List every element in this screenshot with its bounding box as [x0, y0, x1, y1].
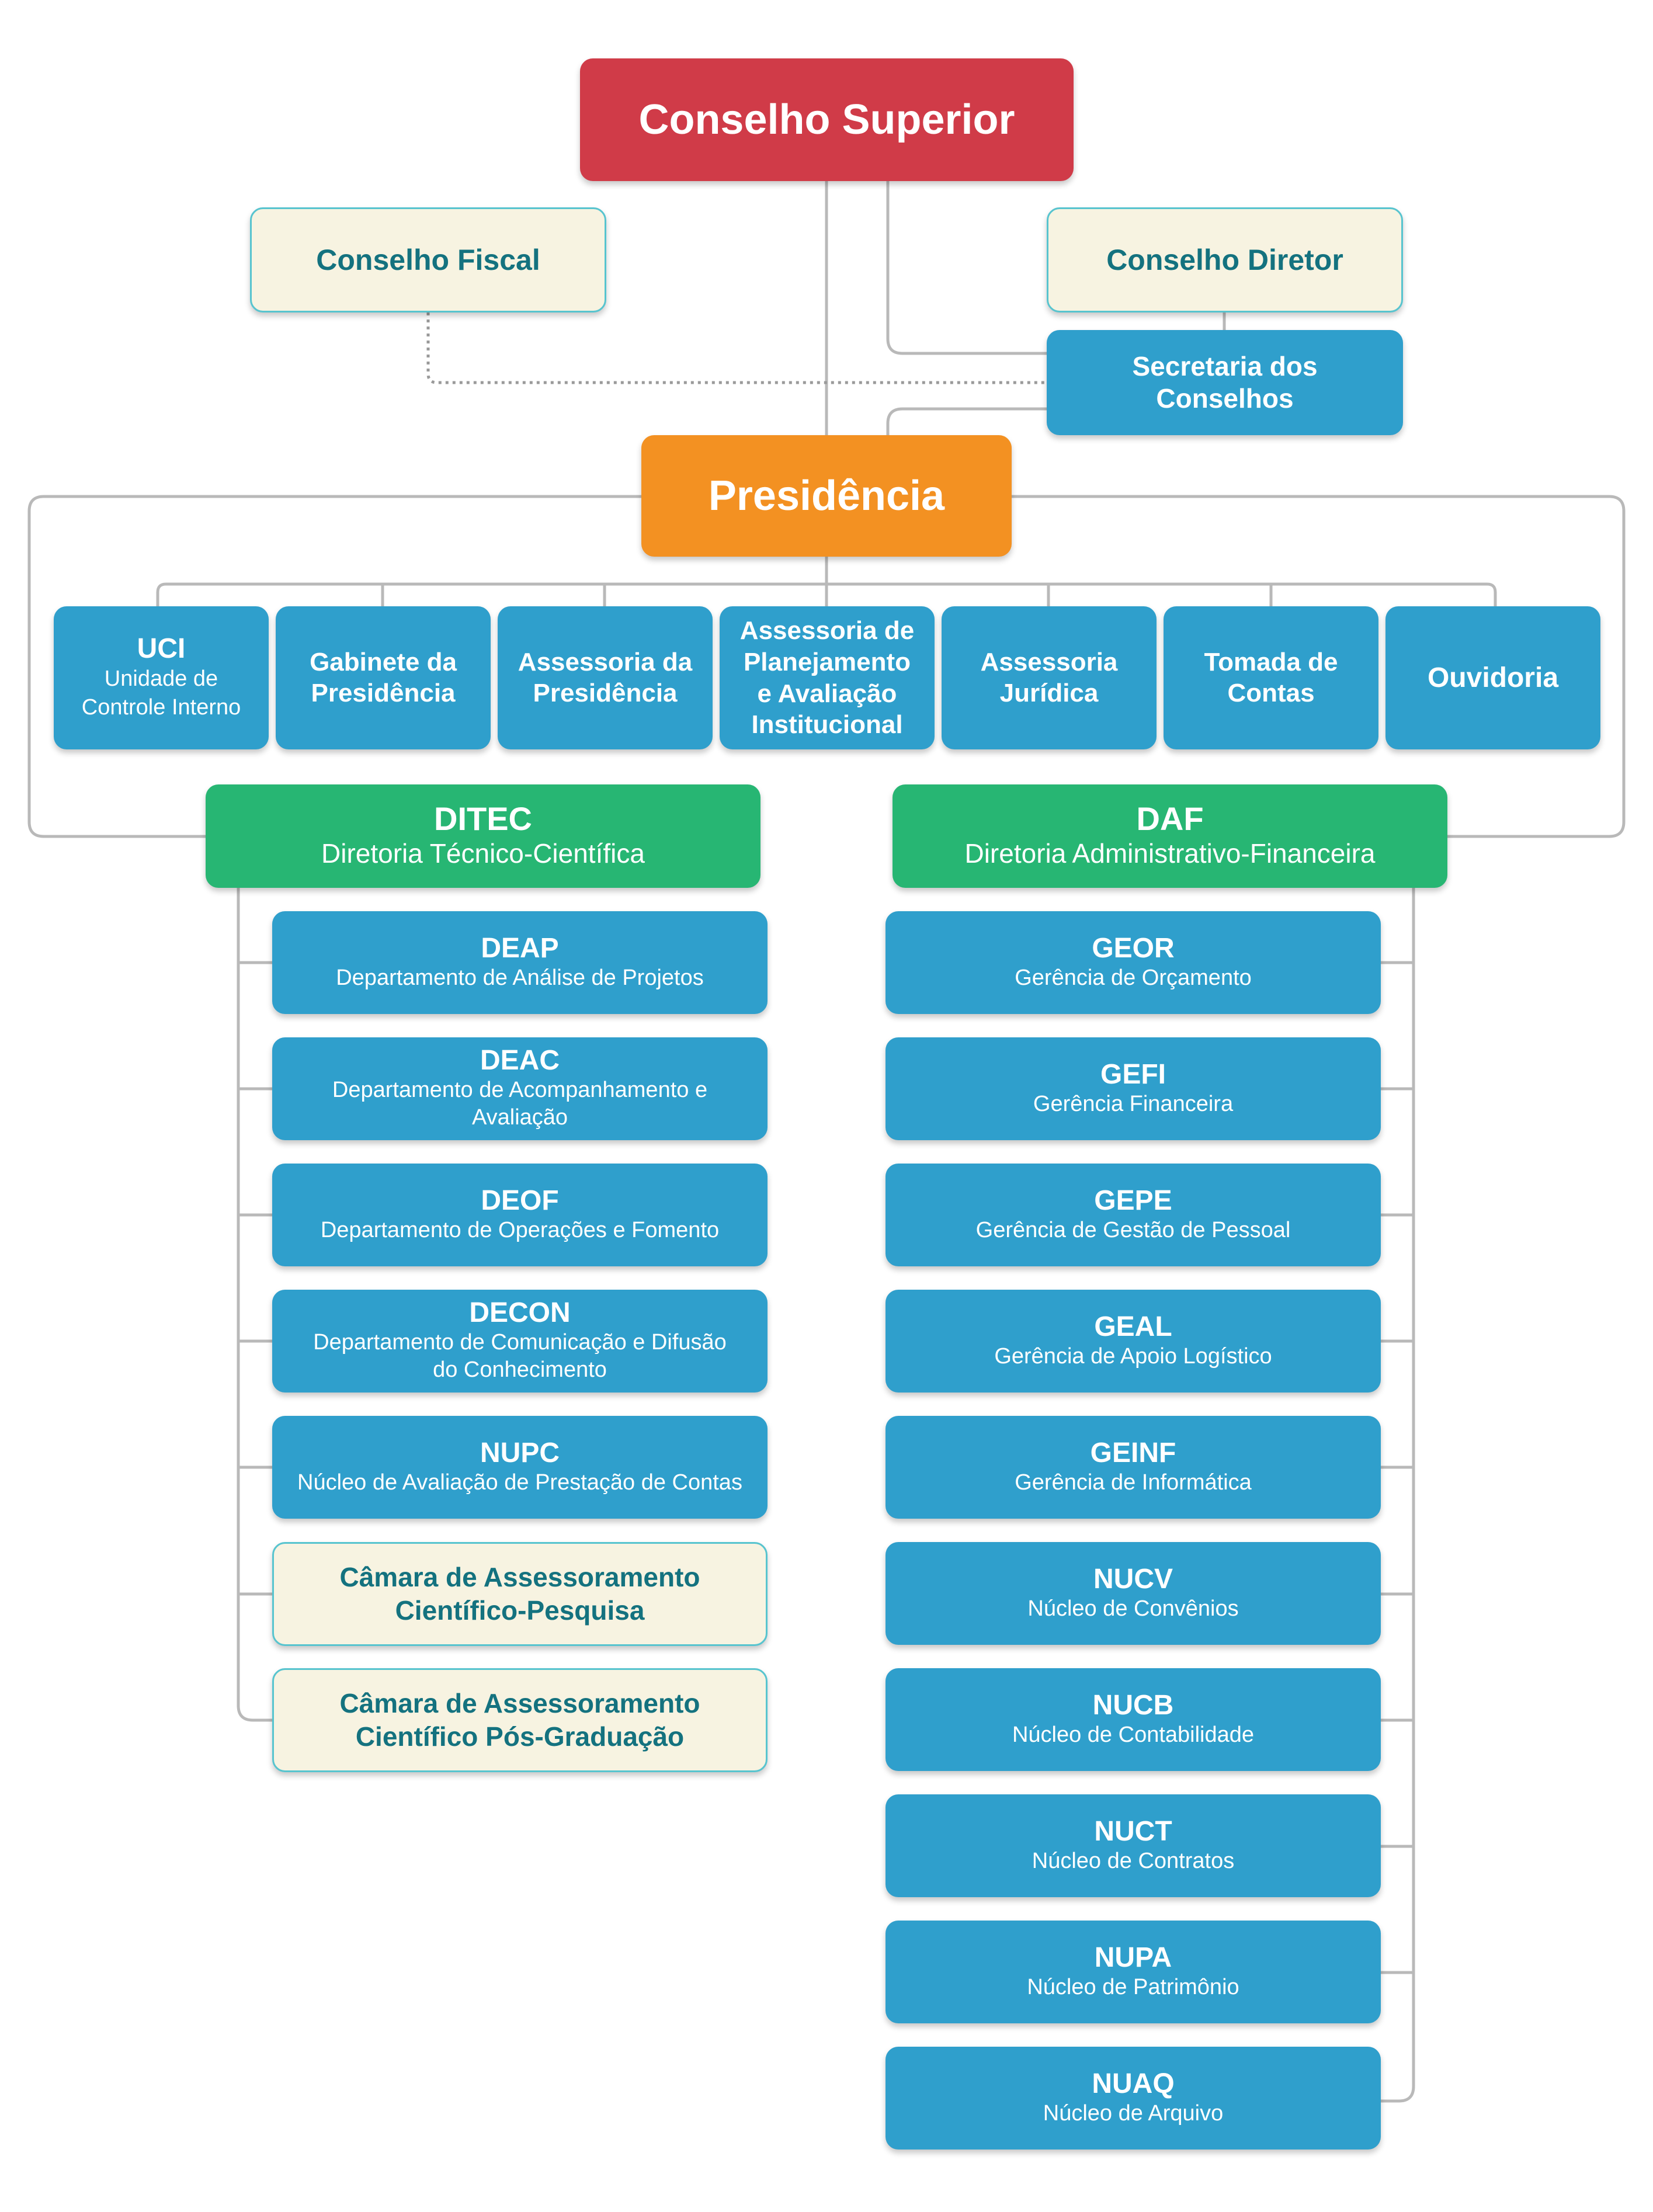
unit-code: NUCV: [1093, 1563, 1173, 1595]
planejamento-line-1: Assessoria de: [739, 616, 915, 645]
juridica-line-2: Jurídica: [999, 678, 1099, 707]
conselho-diretor-box: Conselho Diretor: [1047, 207, 1403, 312]
unit-name: Gerência de Orçamento: [1015, 965, 1252, 990]
unit-code: GEPE: [1094, 1185, 1172, 1216]
daf-unit-nupa: NUPA Núcleo de Patrimônio: [885, 1921, 1381, 2023]
unit-code: NUPA: [1094, 1942, 1172, 1973]
daf-unit-nuaq: NUAQ Núcleo de Arquivo: [885, 2047, 1381, 2150]
assessoria-gabinete-box: Gabinete da Presidência: [276, 606, 491, 749]
secretaria-conselhos-box: Secretaria dos Conselhos: [1047, 330, 1403, 435]
assessoria-presidencia-line-2: Presidência: [533, 678, 678, 707]
conselho-superior-box: Conselho Superior: [580, 58, 1074, 181]
unit-code: NUPC: [480, 1437, 560, 1468]
uci-sub-2: Controle Interno: [81, 694, 241, 720]
ditec-code: DITEC: [434, 800, 532, 837]
uci-sub-1: Unidade de: [104, 666, 218, 691]
assessoria-presidencia-box: Assessoria da Presidência: [498, 606, 713, 749]
camara-pos-graduacao-box: Câmara de Assessoramento Científico Pós-…: [272, 1668, 768, 1772]
ouvidoria-box: Ouvidoria: [1385, 606, 1600, 749]
unit-name-line-1: Departamento de Acompanhamento e: [332, 1077, 708, 1102]
gabinete-line-2: Presidência: [311, 678, 456, 707]
ditec-unit-deap: DEAP Departamento de Análise de Projetos: [272, 911, 768, 1014]
planejamento-line-2: Planejamento: [743, 647, 911, 676]
daf-code: DAF: [1136, 800, 1204, 837]
ditec-unit-nupc: NUPC Núcleo de Avaliação de Prestação de…: [272, 1416, 768, 1519]
camara-pos-line-2: Científico Pós-Graduação: [355, 1721, 685, 1752]
daf-unit-nuct: NUCT Núcleo de Contratos: [885, 1794, 1381, 1897]
ditec-unit-deac: DEAC Departamento de Acompanhamento e Av…: [272, 1037, 768, 1140]
gabinete-line-1: Gabinete da: [310, 647, 457, 676]
ouvidoria-label: Ouvidoria: [1427, 662, 1559, 693]
camara-pos-line-1: Câmara de Assessoramento: [339, 1687, 700, 1718]
unit-code: NUCB: [1092, 1689, 1174, 1721]
planejamento-line-3: e Avaliação: [757, 679, 897, 708]
unit-name: Núcleo de Convênios: [1027, 1596, 1239, 1621]
unit-code: GEFI: [1100, 1058, 1166, 1090]
daf-unit-gepe: GEPE Gerência de Gestão de Pessoal: [885, 1164, 1381, 1266]
conselho-fiscal-label: Conselho Fiscal: [316, 244, 540, 276]
secretaria-line-2: Conselhos: [1156, 383, 1294, 414]
conselho-superior-label: Conselho Superior: [638, 96, 1015, 143]
tomada-line-2: Contas: [1227, 678, 1315, 707]
daf-unit-nucv: NUCV Núcleo de Convênios: [885, 1542, 1381, 1645]
unit-code: NUAQ: [1092, 2068, 1175, 2099]
unit-name: Núcleo de Arquivo: [1043, 2100, 1224, 2126]
daf-unit-geinf: GEINF Gerência de Informática: [885, 1416, 1381, 1519]
unit-name: Núcleo de Contratos: [1032, 1848, 1235, 1873]
daf-unit-nucb: NUCB Núcleo de Contabilidade: [885, 1668, 1381, 1771]
unit-name: Gerência de Informática: [1015, 1470, 1252, 1495]
conselho-diretor-label: Conselho Diretor: [1106, 244, 1343, 276]
daf-unit-gefi: GEFI Gerência Financeira: [885, 1037, 1381, 1140]
unit-code: DEAC: [480, 1045, 560, 1077]
unit-name: Núcleo de Avaliação de Prestação de Cont…: [297, 1470, 742, 1495]
tomada-line-1: Tomada de: [1204, 647, 1338, 676]
uci-code: UCI: [137, 633, 186, 664]
assessoria-uci-box: UCI Unidade de Controle Interno: [54, 606, 269, 749]
unit-code: GEAL: [1094, 1311, 1172, 1342]
daf-box: DAF Diretoria Administrativo-Financeira: [893, 784, 1447, 888]
daf-unit-geal: GEAL Gerência de Apoio Logístico: [885, 1290, 1381, 1393]
planejamento-line-4: Institucional: [751, 710, 903, 739]
unit-name: Gerência Financeira: [1033, 1091, 1234, 1116]
unit-name: Departamento de Operações e Fomento: [320, 1217, 720, 1242]
daf-unit-geor: GEOR Gerência de Orçamento: [885, 911, 1381, 1014]
assessoria-presidencia-line-1: Assessoria da: [518, 647, 693, 676]
ditec-unit-decon: DECON Departamento de Comunicação e Difu…: [272, 1290, 768, 1393]
daf-name: Diretoria Administrativo-Financeira: [964, 838, 1376, 869]
juridica-line-1: Assessoria: [980, 647, 1118, 676]
camara-pesquisa-line-1: Câmara de Assessoramento: [339, 1561, 700, 1592]
assessoria-juridica-box: Assessoria Jurídica: [942, 606, 1157, 749]
secretaria-line-1: Secretaria dos: [1132, 350, 1318, 381]
unit-code: NUCT: [1094, 1815, 1172, 1847]
unit-name: Gerência de Apoio Logístico: [994, 1343, 1272, 1369]
camara-pesquisa-line-2: Científico-Pesquisa: [395, 1595, 645, 1626]
tomada-de-contas-box: Tomada de Contas: [1164, 606, 1378, 749]
unit-name-line-1: Departamento de Comunicação e Difusão: [313, 1329, 727, 1355]
conselho-fiscal-box: Conselho Fiscal: [250, 207, 606, 312]
assessoria-planejamento-box: Assessoria de Planejamento e Avaliação I…: [720, 606, 935, 749]
ditec-unit-deof: DEOF Departamento de Operações e Fomento: [272, 1164, 768, 1266]
ditec-box: DITEC Diretoria Técnico-Científica: [206, 784, 760, 888]
unit-name: Núcleo de Patrimônio: [1027, 1974, 1239, 1999]
ditec-name: Diretoria Técnico-Científica: [321, 838, 645, 869]
unit-code: DEAP: [481, 932, 559, 964]
presidencia-label: Presidência: [708, 473, 945, 519]
unit-code: GEOR: [1092, 932, 1175, 964]
unit-name: Gerência de Gestão de Pessoal: [975, 1217, 1291, 1242]
unit-name-line-2: do Conhecimento: [433, 1357, 607, 1383]
camara-pesquisa-box: Câmara de Assessoramento Científico-Pesq…: [272, 1542, 768, 1646]
presidencia-box: Presidência: [641, 435, 1012, 557]
unit-code: GEINF: [1090, 1437, 1176, 1468]
unit-code: DEOF: [481, 1185, 559, 1216]
unit-name: Departamento de Análise de Projetos: [336, 965, 704, 990]
unit-name-line-2: Avaliação: [471, 1105, 568, 1130]
unit-name: Núcleo de Contabilidade: [1012, 1722, 1255, 1747]
unit-code: DECON: [469, 1297, 571, 1329]
